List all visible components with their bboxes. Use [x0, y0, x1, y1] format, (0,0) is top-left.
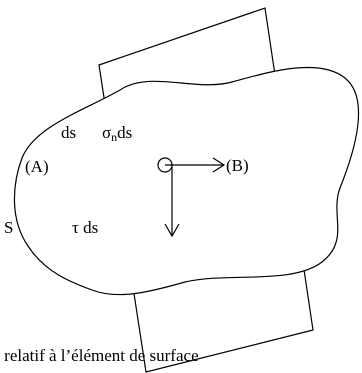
normal-stress-arrowhead	[212, 157, 226, 173]
caption-line-2: .....................................	[0, 364, 105, 373]
label-sigma: σ	[102, 123, 111, 142]
label-sigma-n-ds: σnds	[102, 123, 132, 144]
caption-line-1: ntrainte relatif à l’élément de surface	[0, 346, 199, 365]
label-tau-ds: τ ds	[72, 218, 98, 237]
label-ds: ds	[61, 123, 76, 142]
label-sigma-tail: ds	[117, 123, 132, 142]
label-B: (B)	[226, 156, 249, 175]
label-sigma-subscript: n	[111, 130, 117, 144]
label-S: S	[4, 218, 13, 237]
figure-caption: ntrainte relatif à l’élément de surface …	[0, 346, 362, 373]
body-outline	[13, 66, 359, 296]
label-A: (A)	[25, 157, 49, 176]
shear-stress-arrowhead	[164, 223, 180, 238]
